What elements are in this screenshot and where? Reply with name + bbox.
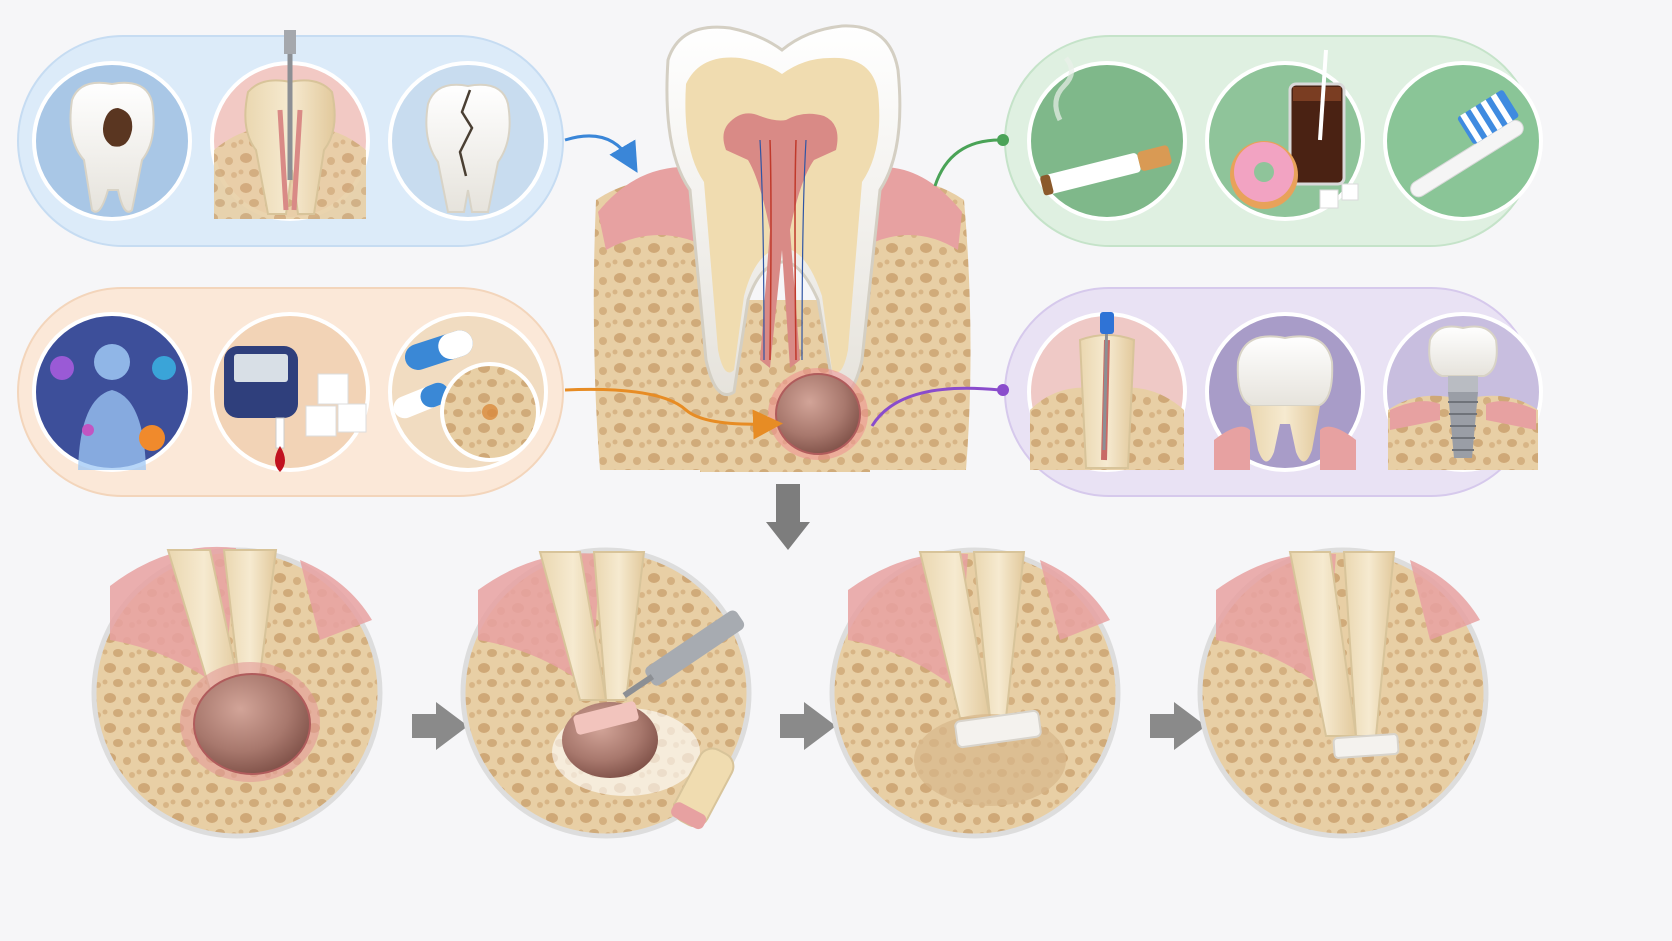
treatments-connector (870, 384, 1009, 427)
causes-panel (17, 30, 564, 247)
immune-body-virus-icon (32, 312, 192, 472)
pills-bone-icon (388, 312, 548, 472)
crown-icon (1205, 312, 1365, 472)
step-arrow-1 (412, 702, 468, 750)
lifestyle-panel (1004, 35, 1543, 247)
step-arrow-2 (780, 702, 836, 750)
dental-implant-icon (1383, 312, 1543, 472)
tooth-cavity-icon (32, 61, 192, 221)
systemic-arrow (564, 387, 783, 440)
step-arrow-3 (1150, 702, 1206, 750)
lesion-stage-icon (91, 546, 383, 839)
curettage-stage-icon (460, 547, 752, 839)
endodontic-treatment-icon (1027, 311, 1187, 472)
cigarette-icon (1027, 56, 1187, 221)
root-canal-file-icon (210, 30, 370, 221)
treatments-panel (1004, 287, 1543, 497)
healing-sequence (91, 546, 1489, 839)
toothbrush-icon (1383, 61, 1543, 221)
tooth-periapical-lesion-icon (593, 24, 971, 472)
systemic-panel (17, 287, 564, 497)
glucose-meter-icon (210, 312, 370, 472)
healed-bone-stage-icon (1197, 547, 1489, 839)
lifestyle-connector (933, 134, 1009, 187)
donut-soda-sugar-icon (1205, 49, 1365, 221)
down-arrow (766, 484, 810, 550)
graft-placed-stage-icon (829, 547, 1121, 839)
cracked-tooth-icon (388, 61, 548, 221)
causes-arrow (564, 134, 638, 173)
